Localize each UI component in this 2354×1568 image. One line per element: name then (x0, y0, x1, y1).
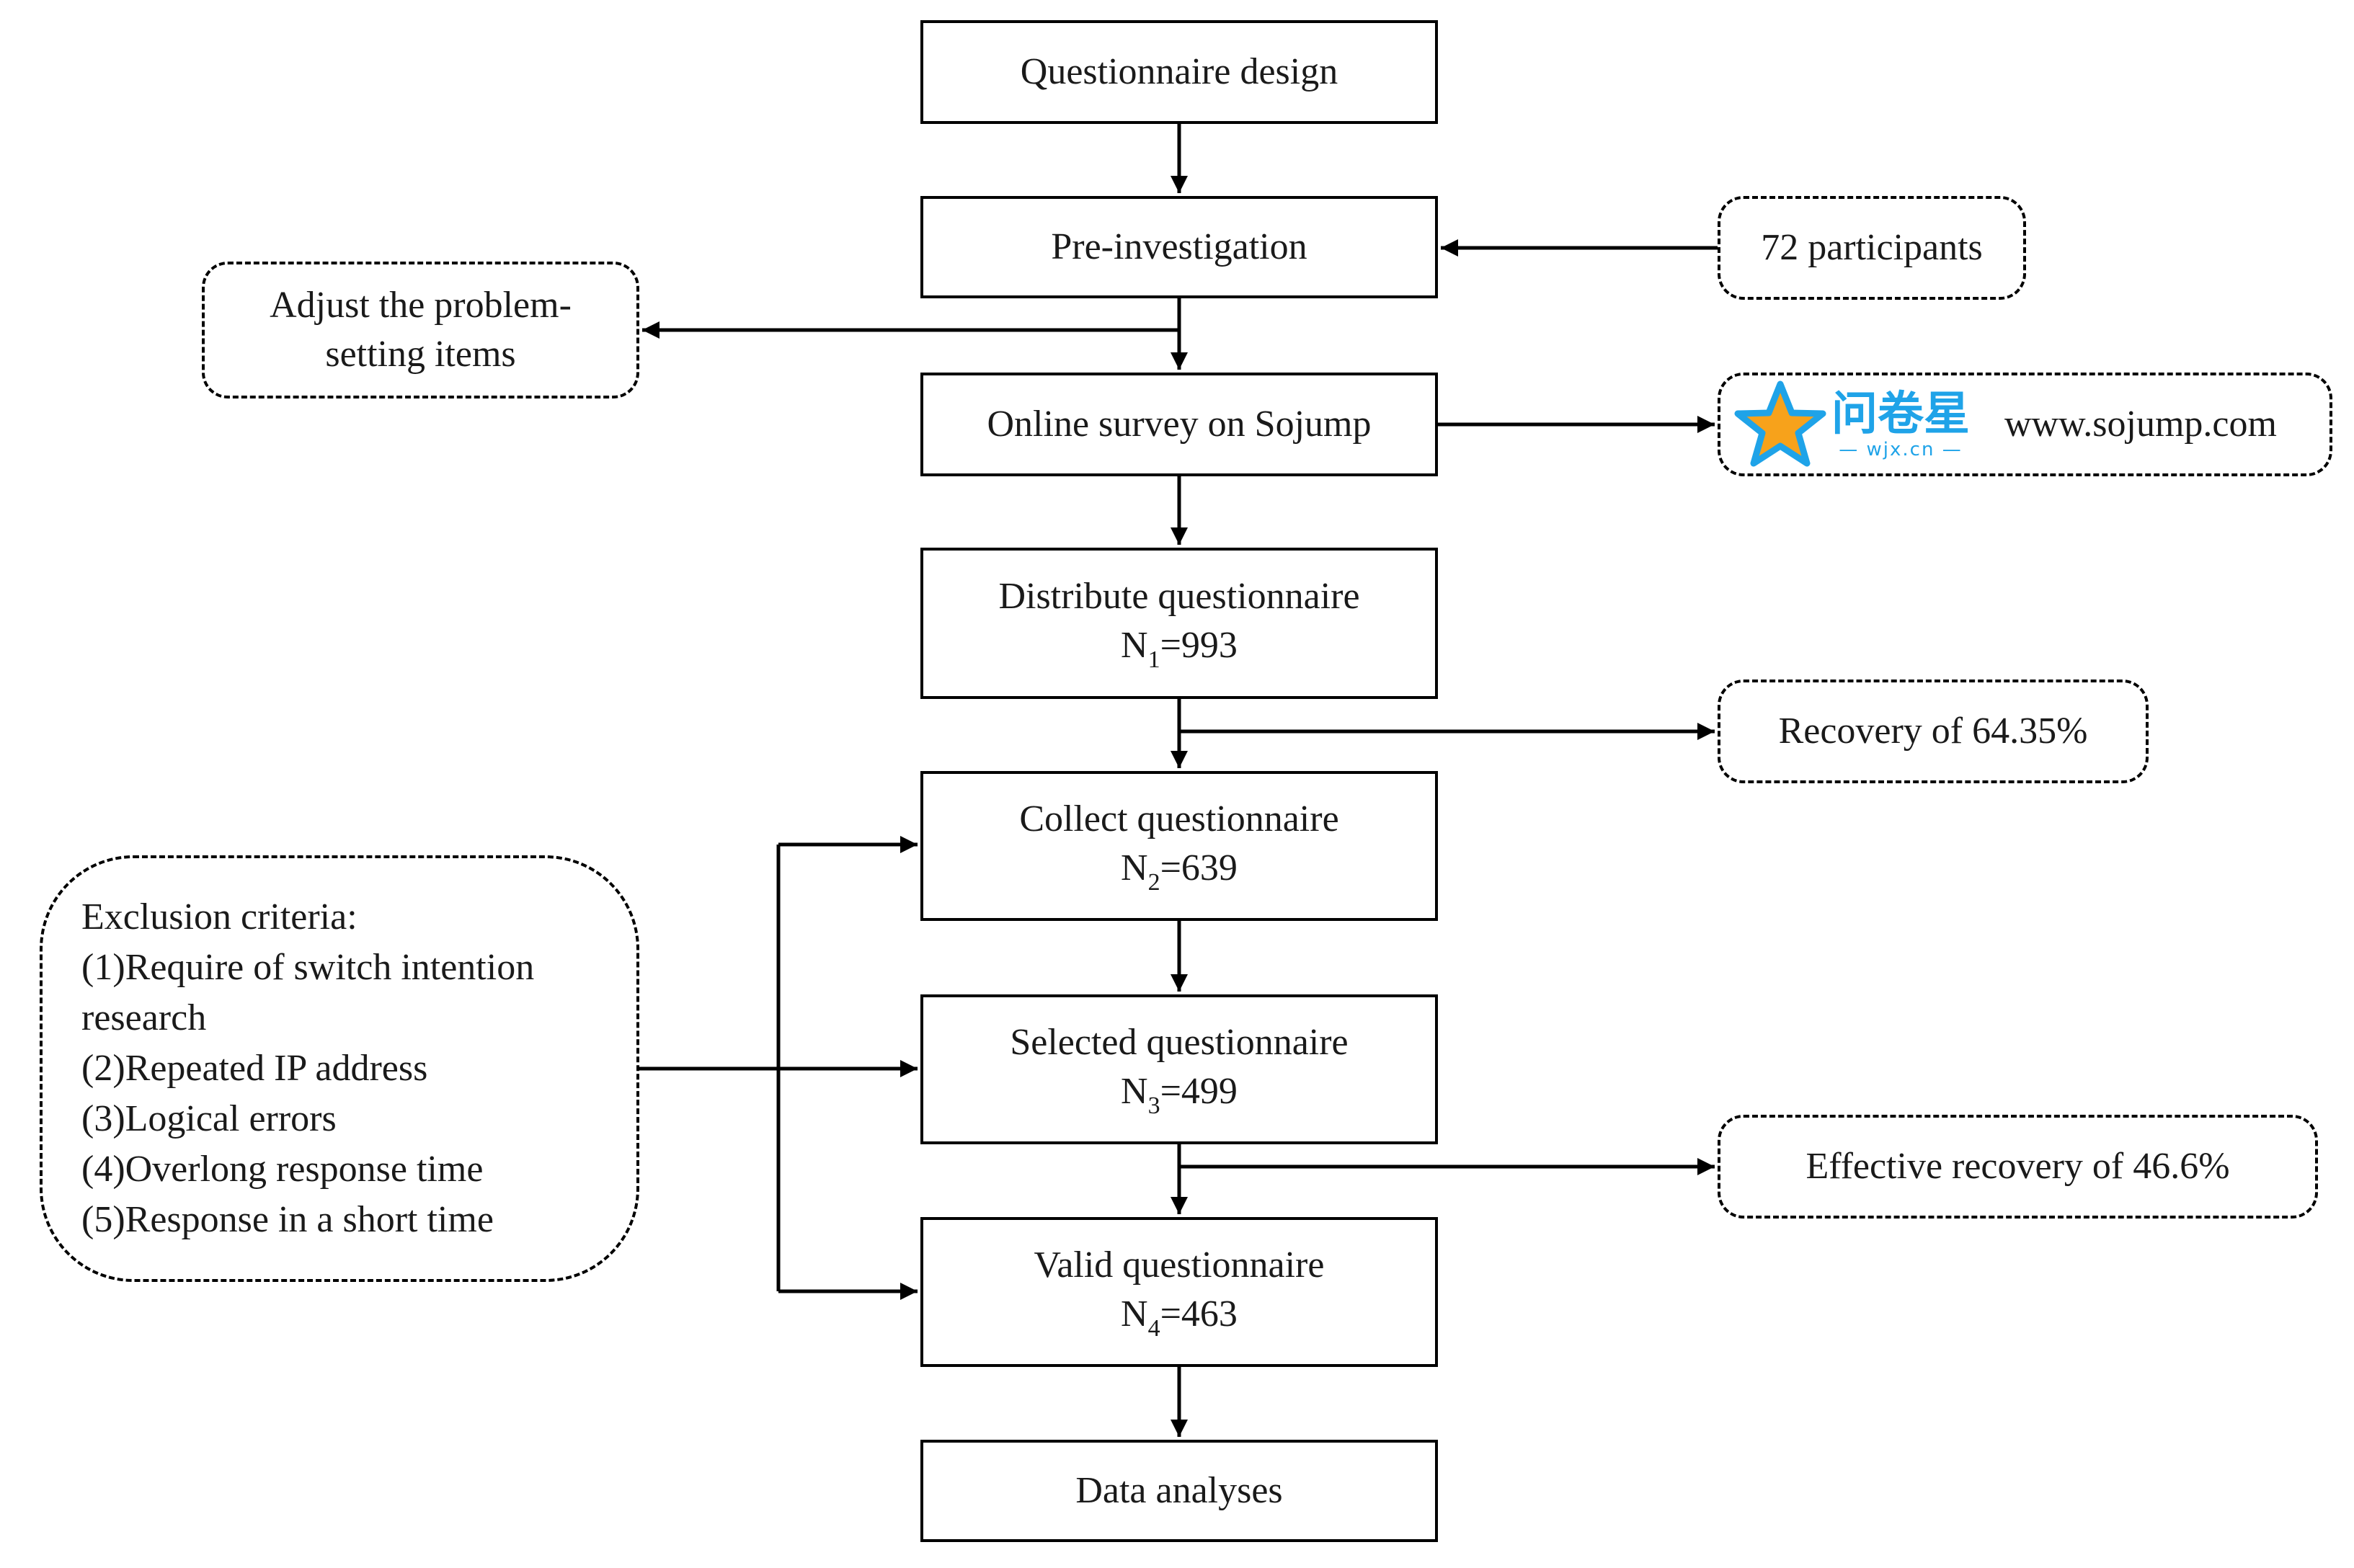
valid-count: N4=463 (1121, 1293, 1238, 1342)
recovery-label: Recovery of 64.35% (1778, 710, 2088, 752)
valid-label: Valid questionnaire (1034, 1244, 1325, 1286)
online-survey-box: Online survey on Sojump (920, 373, 1438, 476)
participants-label: 72 participants (1761, 227, 1983, 268)
collect-label: Collect questionnaire (1019, 798, 1339, 839)
adjust-line-2: setting items (325, 334, 516, 375)
effective-recovery-label: Effective recovery of 46.6% (1806, 1146, 2230, 1187)
data-analyses-label: Data analyses (1075, 1470, 1283, 1511)
exclusion-criteria-box: Exclusion criteria: (1)Require of switch… (40, 855, 639, 1282)
exclusion-item: (4)Overlong response time (81, 1149, 484, 1190)
selected-questionnaire-box: Selected questionnaire N3=499 (920, 994, 1438, 1144)
sojump-website-box: 问卷星 — wjx.cn — www.sojump.com (1718, 373, 2332, 476)
questionnaire-design-box: Questionnaire design (920, 20, 1438, 124)
exclusion-item: (1)Require of switch intention (81, 947, 535, 988)
exclusion-title: Exclusion criteria: (81, 896, 357, 937)
pre-investigation-label: Pre-investigation (1051, 226, 1307, 267)
questionnaire-design-label: Questionnaire design (1020, 51, 1338, 92)
exclusion-item: (5)Response in a short time (81, 1199, 494, 1240)
collect-questionnaire-box: Collect questionnaire N2=639 (920, 771, 1438, 921)
logo-chinese-name: 问卷星 (1831, 388, 1970, 441)
participants-box: 72 participants (1718, 196, 2026, 300)
adjust-items-box: Adjust the problem- setting items (202, 262, 639, 398)
adjust-line-1: Adjust the problem- (270, 285, 572, 326)
selected-count: N3=499 (1121, 1071, 1238, 1119)
recovery-box: Recovery of 64.35% (1718, 680, 2149, 783)
collect-count: N2=639 (1121, 847, 1238, 896)
data-analyses-box: Data analyses (920, 1440, 1438, 1542)
selected-label: Selected questionnaire (1010, 1022, 1349, 1063)
distribute-questionnaire-box: Distribute questionnaire N1=993 (920, 548, 1438, 699)
wjx-star-logo-icon (1734, 380, 1826, 467)
online-survey-label: Online survey on Sojump (987, 404, 1372, 445)
exclusion-item: research (81, 997, 207, 1038)
sojump-url: www.sojump.com (2004, 404, 2277, 445)
pre-investigation-box: Pre-investigation (920, 196, 1438, 298)
valid-questionnaire-box: Valid questionnaire N4=463 (920, 1217, 1438, 1367)
distribute-label: Distribute questionnaire (998, 576, 1360, 617)
distribute-count: N1=993 (1121, 625, 1238, 673)
sojump-logo-text: 问卷星 — wjx.cn — (1831, 389, 1970, 460)
exclusion-item: (2)Repeated IP address (81, 1048, 428, 1089)
effective-recovery-box: Effective recovery of 46.6% (1718, 1115, 2318, 1219)
logo-domain: — wjx.cn — (1839, 439, 1963, 460)
exclusion-item: (3)Logical errors (81, 1098, 337, 1139)
